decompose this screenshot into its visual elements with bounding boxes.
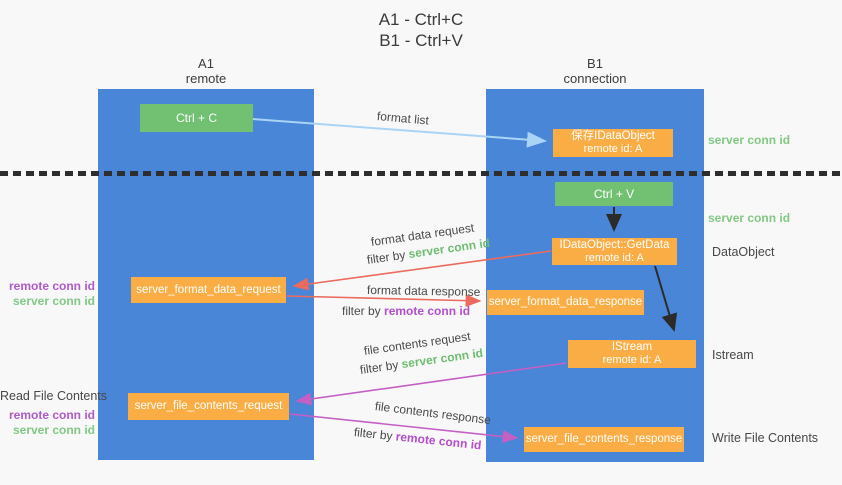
filter-prefix: filter by — [342, 304, 381, 318]
node-server-file-contents-response: server_file_contents_response — [524, 427, 684, 452]
diagram-title-line1: A1 - Ctrl+C — [378, 10, 464, 29]
node-istream-title: IStream — [611, 341, 653, 353]
annotation-read-file-contents: Read File Contents — [0, 389, 108, 403]
label-filter-by-remote-conn-id-2: filter by remote conn id — [353, 425, 482, 452]
node-istream-remote-id: remote id: A — [602, 354, 662, 366]
lifeline-a1-name: A1 — [198, 56, 214, 71]
node-server-format-data-response: server_format_data_response — [487, 290, 644, 315]
annotation-server-conn-id-mid: server conn id — [708, 211, 791, 225]
lifeline-header-a1: A1 remote — [98, 56, 314, 86]
label-format-list: format list — [376, 109, 430, 128]
annotation-server-conn-id-left-bottom: server conn id — [12, 423, 95, 437]
node-istream: IStream remote id: A — [568, 340, 696, 368]
filter-prefix: filter by — [359, 357, 400, 377]
node-ctrl-c: Ctrl + C — [140, 104, 253, 132]
filter-key-remote-conn-id: remote conn id — [395, 429, 483, 453]
annotation-remote-conn-id-top: remote conn id — [8, 279, 95, 293]
diagram-title: A1 - Ctrl+C B1 - Ctrl+V — [0, 9, 842, 51]
node-getdata-title: IDataObject::GetData — [559, 238, 670, 251]
node-getdata-remote-id: remote id: A — [585, 251, 644, 264]
filter-prefix: filter by — [353, 425, 394, 444]
node-server-format-data-request: server_format_data_request — [131, 277, 286, 303]
filter-prefix: filter by — [366, 247, 407, 267]
node-server-file-contents-request: server_file_contents_request — [128, 393, 289, 420]
annotation-server-conn-id-left-top: server conn id — [12, 294, 95, 308]
node-save-idataobject-remote-id: remote id: A — [583, 143, 643, 155]
filter-key-remote-conn-id: remote conn id — [384, 304, 471, 318]
annotation-remote-conn-id-bottom: remote conn id — [8, 408, 95, 422]
diagram-title-line2: B1 - Ctrl+V — [379, 31, 463, 50]
label-filter-by-remote-conn-id-1: filter by remote conn id — [342, 304, 470, 318]
lifeline-b1-name: B1 — [587, 56, 603, 71]
annotation-server-conn-id-top: server conn id — [708, 133, 791, 147]
annotation-dataobject: DataObject — [712, 245, 775, 259]
lifeline-b1-subtitle: connection — [563, 71, 627, 86]
lifeline-header-b1: B1 connection — [486, 56, 704, 86]
annotation-write-file-contents: Write File Contents — [712, 431, 819, 445]
node-ctrl-v: Ctrl + V — [555, 182, 673, 206]
label-file-contents-response: file contents response — [374, 399, 492, 428]
node-save-idataobject-title: 保存IDataObject — [571, 130, 655, 142]
node-save-idataobject: 保存IDataObject remote id: A — [553, 129, 673, 157]
annotation-istream: Istream — [712, 348, 754, 362]
node-idataobject-getdata: IDataObject::GetData remote id: A — [552, 238, 677, 265]
phase-separator-dotted-line — [0, 171, 842, 176]
lifeline-a1-subtitle: remote — [185, 71, 227, 86]
label-format-data-response: format data response — [366, 283, 481, 299]
